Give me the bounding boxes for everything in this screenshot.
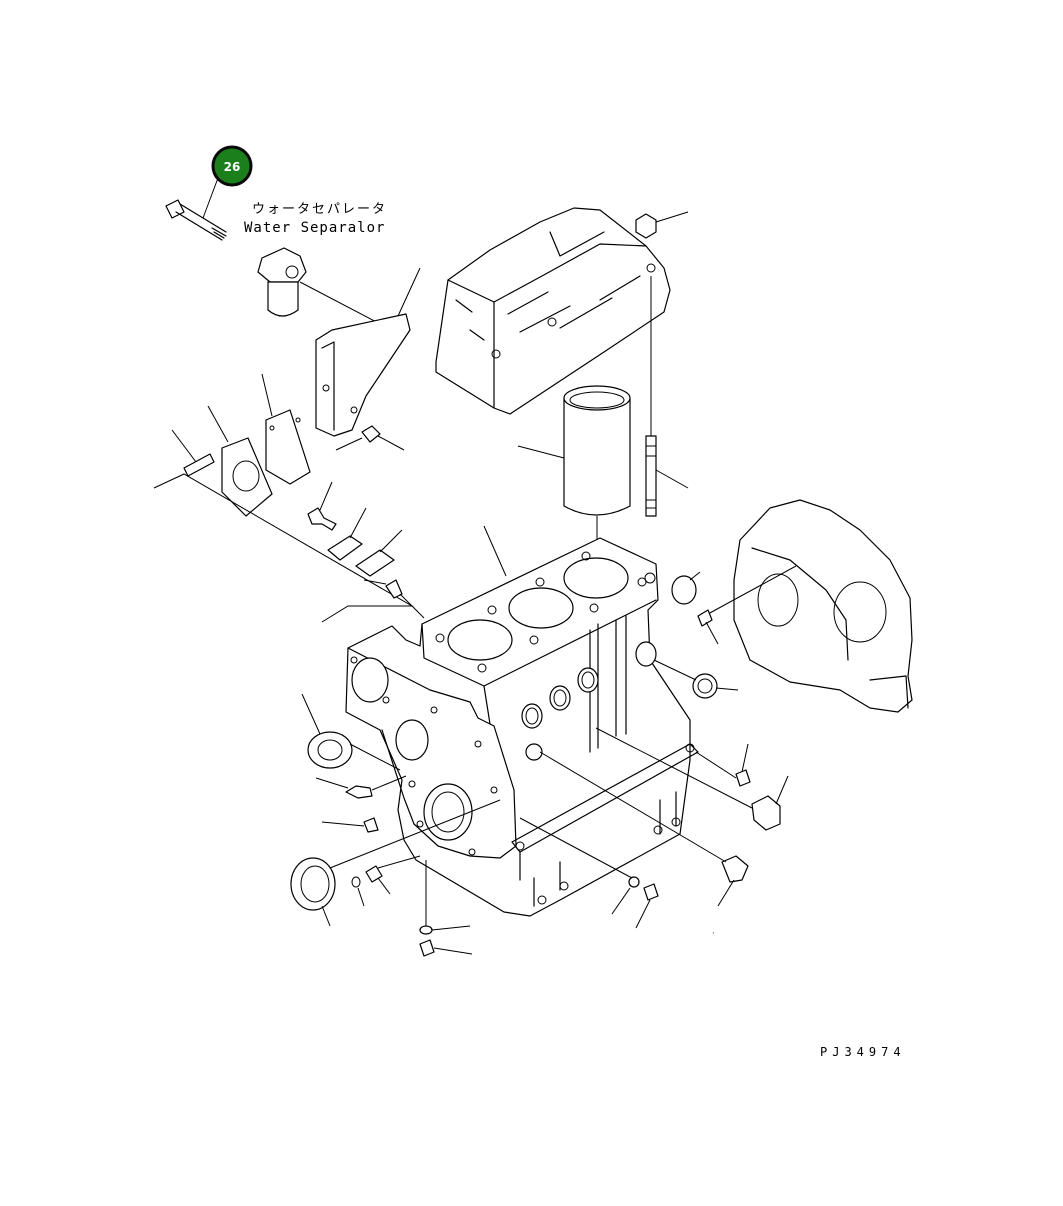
idler-gear [302, 694, 400, 770]
cylinder-head [436, 208, 670, 414]
dowel-pin-left [322, 818, 378, 832]
cylinder-block [346, 526, 698, 916]
tick-mark-right: · [712, 929, 715, 938]
gasket-small [356, 530, 402, 576]
head-stud [646, 276, 688, 516]
cover-plate [262, 374, 310, 484]
water-separator [258, 248, 384, 326]
long-bolt [166, 200, 226, 240]
bolt-bottom-mid [636, 884, 658, 928]
stud-small [172, 430, 214, 476]
drain-plug-right [540, 752, 748, 906]
callout-26-number: 26 [224, 160, 241, 174]
cylinder-liner [518, 386, 630, 548]
drain-washer [420, 860, 470, 934]
drawing-code: PJ34974 [820, 1045, 906, 1059]
oil-seal-right [654, 660, 738, 698]
callout-26-circle[interactable] [213, 147, 251, 185]
water-separator-label-en: Water Separalor [244, 220, 385, 236]
plug-right-2 [596, 728, 788, 830]
cylinder-head-nut [636, 212, 688, 238]
gasket-plate [208, 406, 272, 516]
dowel-pin-right [698, 610, 718, 644]
washer-bottom-mid [520, 818, 639, 914]
plate-small [328, 508, 366, 560]
fitting-small [364, 580, 424, 618]
callout-26[interactable]: 26 [203, 147, 251, 218]
bolt-lower-left [316, 776, 406, 798]
core-plug [672, 572, 700, 604]
flywheel-housing [708, 500, 912, 712]
o-ring-small [352, 877, 364, 906]
water-separator-label-jp: ウォータセパレータ [252, 202, 387, 217]
mounting-bracket [316, 268, 420, 450]
leader-rail-left [154, 474, 412, 622]
callout-26-leader [203, 178, 218, 218]
sleeve-small [366, 856, 420, 894]
bolt-a [308, 482, 336, 530]
plug-right-1 [696, 744, 750, 786]
front-oil-seal [291, 800, 500, 926]
drain-plug-bottom [420, 940, 472, 956]
